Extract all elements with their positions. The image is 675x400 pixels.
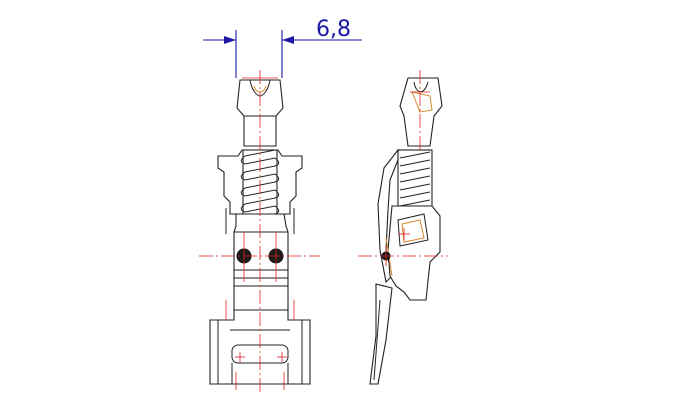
side-tail-line	[373, 299, 381, 381]
dimension-value: 6,8	[316, 17, 351, 42]
side-spring-housing	[397, 149, 433, 207]
side-tail	[369, 283, 393, 385]
arrowhead-right	[282, 36, 294, 44]
side-spring-coils	[399, 151, 431, 207]
side-body	[387, 205, 441, 301]
side-window	[397, 213, 429, 247]
front-centerlines	[199, 70, 320, 394]
arrowhead-left	[224, 36, 236, 44]
side-centerlines	[358, 70, 448, 266]
side-crown-highlight	[411, 91, 433, 113]
side-view	[358, 70, 448, 385]
side-leaf-arm	[377, 148, 399, 284]
front-view	[199, 70, 320, 394]
width-dimension: 6,8	[203, 17, 362, 78]
side-window-highlight	[401, 219, 425, 243]
front-contact-crown	[236, 79, 284, 147]
